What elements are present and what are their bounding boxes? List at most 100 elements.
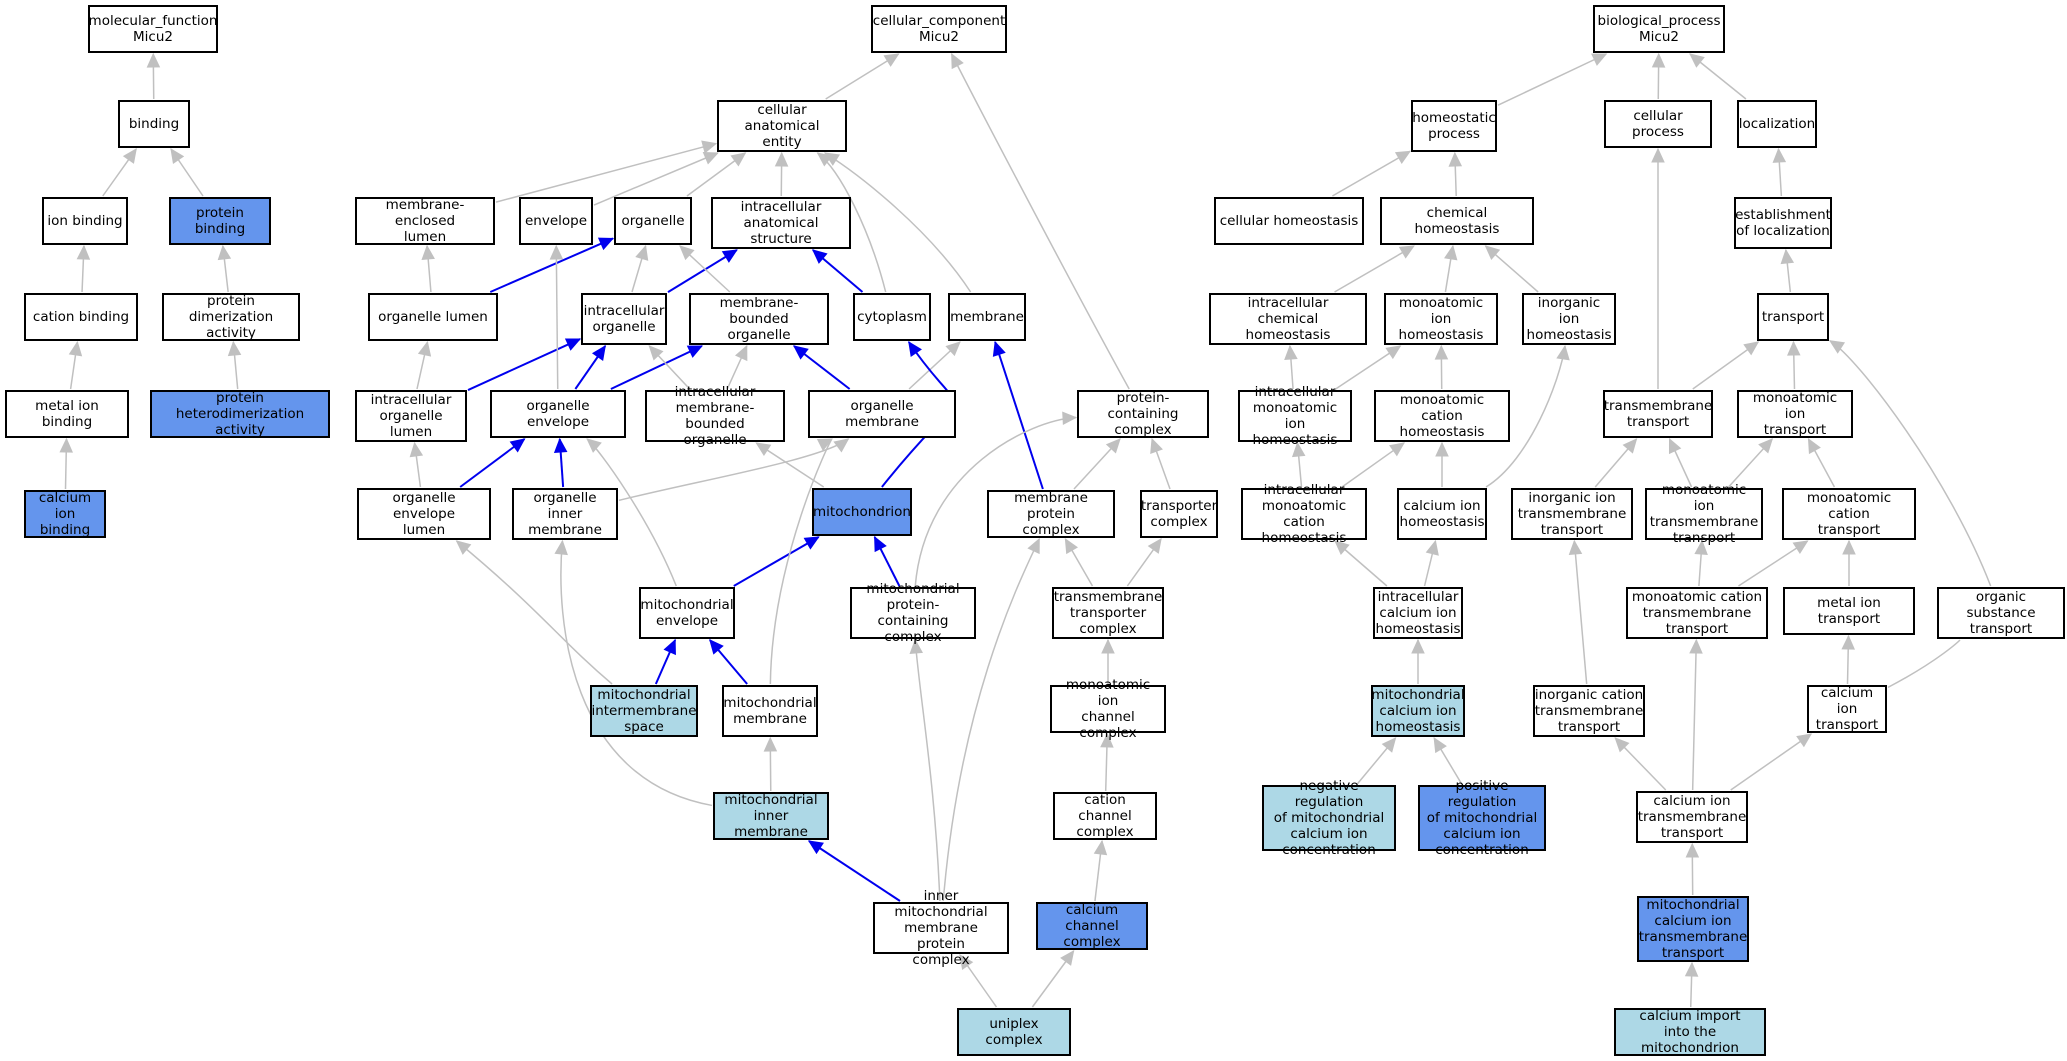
edge-cih-to-iih bbox=[1485, 345, 1566, 488]
go-term-node-tm-transport[interactable]: transmembrane transport bbox=[1603, 390, 1713, 438]
go-term-node-mito-envelope[interactable]: mitochondrial envelope bbox=[639, 587, 735, 639]
go-term-node-bp[interactable]: biological_process Micu2 bbox=[1593, 5, 1725, 53]
go-term-node-citt[interactable]: calcium ion transmembrane transport bbox=[1636, 791, 1748, 843]
go-term-node-neg-reg[interactable]: negative regulation of mitochondrial cal… bbox=[1262, 778, 1396, 858]
go-term-node-binding[interactable]: binding bbox=[118, 100, 190, 148]
go-term-node-icheh[interactable]: intracellular chemical homeostasis bbox=[1209, 293, 1367, 345]
go-term-node-organelle-membrane[interactable]: organelle membrane bbox=[808, 390, 956, 438]
go-term-node-mim[interactable]: mitochondrial inner membrane bbox=[713, 792, 829, 840]
go-term-node-transporter-complex[interactable]: transporter complex bbox=[1140, 490, 1218, 538]
go-term-node-mbo[interactable]: membrane-bounded organelle bbox=[689, 293, 829, 345]
go-term-node-cellular-homeostasis[interactable]: cellular homeostasis bbox=[1214, 197, 1364, 245]
go-term-node-cae[interactable]: cellular anatomical entity bbox=[717, 100, 847, 152]
go-term-node-maih[interactable]: monoatomic ion homeostasis bbox=[1384, 293, 1498, 345]
go-term-node-protein-heterodimerization[interactable]: protein heterodimerization activity bbox=[150, 390, 330, 438]
go-term-node-imaih[interactable]: intracellular monoatomic ion homeostasis bbox=[1238, 384, 1352, 448]
go-term-node-mitochondrion[interactable]: mitochondrion bbox=[812, 488, 912, 536]
go-term-node-organelle-lumen[interactable]: organelle lumen bbox=[368, 293, 498, 341]
go-term-node-mpc[interactable]: membrane protein complex bbox=[987, 490, 1115, 538]
go-term-node-transport[interactable]: transport bbox=[1757, 293, 1829, 341]
go-term-node-imbo[interactable]: intracellular membrane-bounded organelle bbox=[645, 384, 785, 448]
go-term-node-protein-dimerization[interactable]: protein dimerization activity bbox=[162, 293, 300, 341]
go-term-node-cih[interactable]: calcium ion homeostasis bbox=[1397, 488, 1487, 540]
go-term-node-establishment-localization[interactable]: establishment of localization bbox=[1734, 197, 1832, 249]
go-term-node-mito-membrane[interactable]: mitochondrial membrane bbox=[722, 685, 818, 737]
go-term-node-ion-binding[interactable]: ion binding bbox=[42, 197, 128, 245]
edge-oim-to-organelle-membrane bbox=[618, 438, 849, 502]
edge-mito-pcc-to-mitochondrion-arrowhead bbox=[874, 535, 887, 553]
go-term-node-uniplex[interactable]: uniplex complex bbox=[957, 1008, 1071, 1056]
go-term-node-metal-ion-binding[interactable]: metal ion binding bbox=[5, 390, 129, 438]
edge-mactt-to-mac-transport bbox=[1738, 540, 1808, 587]
go-term-node-mcih[interactable]: mitochondrial calcium ion homeostasis bbox=[1371, 685, 1465, 737]
edge-mim-to-oim-arrowhead bbox=[554, 539, 568, 556]
go-term-node-iitt[interactable]: inorganic ion transmembrane transport bbox=[1511, 488, 1633, 540]
go-term-node-cation-channel-complex[interactable]: cation channel complex bbox=[1053, 792, 1157, 840]
go-term-node-mel[interactable]: membrane-enclosed lumen bbox=[355, 197, 495, 245]
go-term-node-organic-substance-transport[interactable]: organic substance transport bbox=[1937, 587, 2065, 639]
go-term-node-iih[interactable]: inorganic ion homeostasis bbox=[1522, 293, 1616, 345]
go-term-node-pcc[interactable]: protein-containing complex bbox=[1077, 390, 1209, 438]
go-term-node-mai-transport[interactable]: monoatomic ion transport bbox=[1737, 390, 1853, 438]
edge-organelle-envelope-to-envelope-arrowhead bbox=[549, 244, 564, 260]
go-term-node-calcium-ion-transport[interactable]: calcium ion transport bbox=[1807, 685, 1887, 733]
go-term-node-cation-binding[interactable]: cation binding bbox=[24, 293, 138, 341]
go-term-node-imach[interactable]: intracellular monoatomic cation homeosta… bbox=[1241, 482, 1367, 546]
edge-mito-envelope-to-organelle-envelope-arrowhead bbox=[586, 438, 602, 453]
go-term-node-oel[interactable]: organelle envelope lumen bbox=[357, 488, 491, 540]
go-term-node-iol[interactable]: intracellular organelle lumen bbox=[355, 390, 467, 442]
go-term-node-tm-transporter-complex[interactable]: transmembrane transporter complex bbox=[1052, 587, 1164, 639]
go-term-node-mactt[interactable]: monoatomic cation transmembrane transpor… bbox=[1626, 587, 1768, 639]
go-term-node-intracellular-organelle[interactable]: intracellular organelle bbox=[581, 293, 667, 345]
go-term-node-mach[interactable]: monoatomic cation homeostasis bbox=[1374, 390, 1510, 442]
edge-calcium-ion-transport-to-organic-substance-transport bbox=[1887, 639, 1961, 689]
go-term-node-envelope[interactable]: envelope bbox=[519, 197, 593, 245]
edge-icheh-to-chemical-homeostasis-arrowhead bbox=[1398, 245, 1415, 259]
edge-imaih-to-icheh-arrowhead bbox=[1284, 344, 1298, 360]
go-term-node-maicc[interactable]: monoatomic ion channel complex bbox=[1050, 677, 1166, 741]
go-term-node-cc[interactable]: cellular_component Micu2 bbox=[871, 5, 1007, 53]
edge-binding-to-mf-arrowhead bbox=[146, 52, 161, 68]
go-term-node-imm-pc[interactable]: inner mitochondrial membrane protein com… bbox=[873, 888, 1009, 968]
edge-citt-to-mactt-arrowhead bbox=[1689, 638, 1703, 654]
go-term-node-ictt[interactable]: inorganic cation transmembrane transport bbox=[1533, 685, 1645, 737]
go-term-node-calcium-ion-binding[interactable]: calcium ion binding bbox=[24, 490, 106, 538]
go-term-node-mac-transport[interactable]: monoatomic cation transport bbox=[1782, 488, 1916, 540]
edge-neg-reg-to-mcih-arrowhead bbox=[1381, 737, 1397, 753]
go-term-node-mcitt[interactable]: mitochondrial calcium ion transmembrane … bbox=[1637, 896, 1749, 962]
edge-organelle-lumen-to-mel-arrowhead bbox=[421, 244, 435, 261]
go-term-node-maitt[interactable]: monoatomic ion transmembrane transport bbox=[1645, 482, 1763, 546]
go-term-node-homeostatic-process[interactable]: homeostatic process bbox=[1411, 100, 1497, 152]
edge-organelle-lumen-to-organelle-arrowhead bbox=[597, 237, 615, 251]
edge-mpc-to-pcc-arrowhead bbox=[1105, 438, 1121, 454]
go-term-node-cellular-process[interactable]: cellular process bbox=[1604, 100, 1712, 148]
go-term-node-oim[interactable]: organelle inner membrane bbox=[512, 488, 618, 540]
go-term-node-mims[interactable]: mitochondrial intermembrane space bbox=[590, 685, 698, 737]
edge-citt-to-calcium-ion-transport bbox=[1730, 733, 1812, 791]
go-term-node-calcium-import[interactable]: calcium import into the mitochondrion bbox=[1614, 1008, 1766, 1056]
go-term-node-organelle-envelope[interactable]: organelle envelope bbox=[490, 390, 626, 438]
edge-cellular-process-to-bp-arrowhead bbox=[1651, 52, 1666, 68]
go-term-node-ias[interactable]: intracellular anatomical structure bbox=[711, 197, 851, 249]
go-term-node-metal-ion-transport[interactable]: metal ion transport bbox=[1783, 587, 1915, 635]
go-term-node-chemical-homeostasis[interactable]: chemical homeostasis bbox=[1380, 197, 1534, 245]
edge-localization-to-bp-arrowhead bbox=[1689, 53, 1705, 68]
go-term-node-protein-binding[interactable]: protein binding bbox=[169, 197, 271, 245]
edge-citt-to-ictt-arrowhead bbox=[1614, 737, 1630, 753]
edge-organelle-to-cae-arrowhead bbox=[730, 152, 747, 167]
go-term-node-localization[interactable]: localization bbox=[1737, 100, 1817, 148]
go-term-node-organelle[interactable]: organelle bbox=[614, 197, 692, 245]
go-term-node-mito-pcc[interactable]: mitochondrial protein-containing complex bbox=[850, 581, 976, 645]
edge-cation-binding-to-ion-binding-arrowhead bbox=[76, 244, 91, 260]
edge-imm-pc-to-mim bbox=[808, 840, 901, 902]
go-term-node-calcium-channel-complex[interactable]: calcium channel complex bbox=[1036, 902, 1148, 950]
go-term-node-mf[interactable]: molecular_function Micu2 bbox=[88, 5, 218, 53]
edge-organic-substance-transport-to-transport bbox=[1829, 340, 1992, 587]
go-term-node-icih[interactable]: intracellular calcium ion homeostasis bbox=[1373, 587, 1463, 639]
go-term-node-cytoplasm[interactable]: cytoplasm bbox=[853, 293, 931, 341]
go-term-node-pos-reg[interactable]: positive regulation of mitochondrial cal… bbox=[1418, 778, 1546, 858]
edge-mbo-to-organelle-arrowhead bbox=[679, 245, 695, 261]
edge-mims-to-oel bbox=[456, 540, 613, 685]
go-term-node-membrane[interactable]: membrane bbox=[948, 293, 1026, 341]
